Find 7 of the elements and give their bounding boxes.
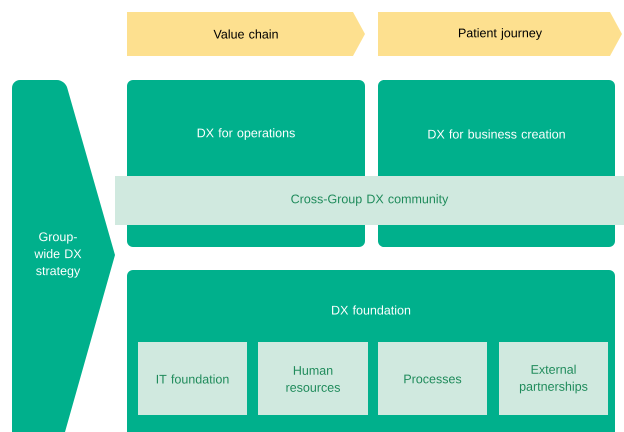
foundation-box: Processes — [378, 342, 487, 415]
column-header: Value chain — [127, 12, 365, 56]
foundation-box: External partnerships — [499, 342, 608, 415]
community-band: Cross-Group DX community — [115, 176, 624, 225]
foundation-box: Human resources — [258, 342, 368, 415]
foundation-box: IT foundation — [138, 342, 247, 415]
column-header: Patient journey — [378, 12, 622, 56]
